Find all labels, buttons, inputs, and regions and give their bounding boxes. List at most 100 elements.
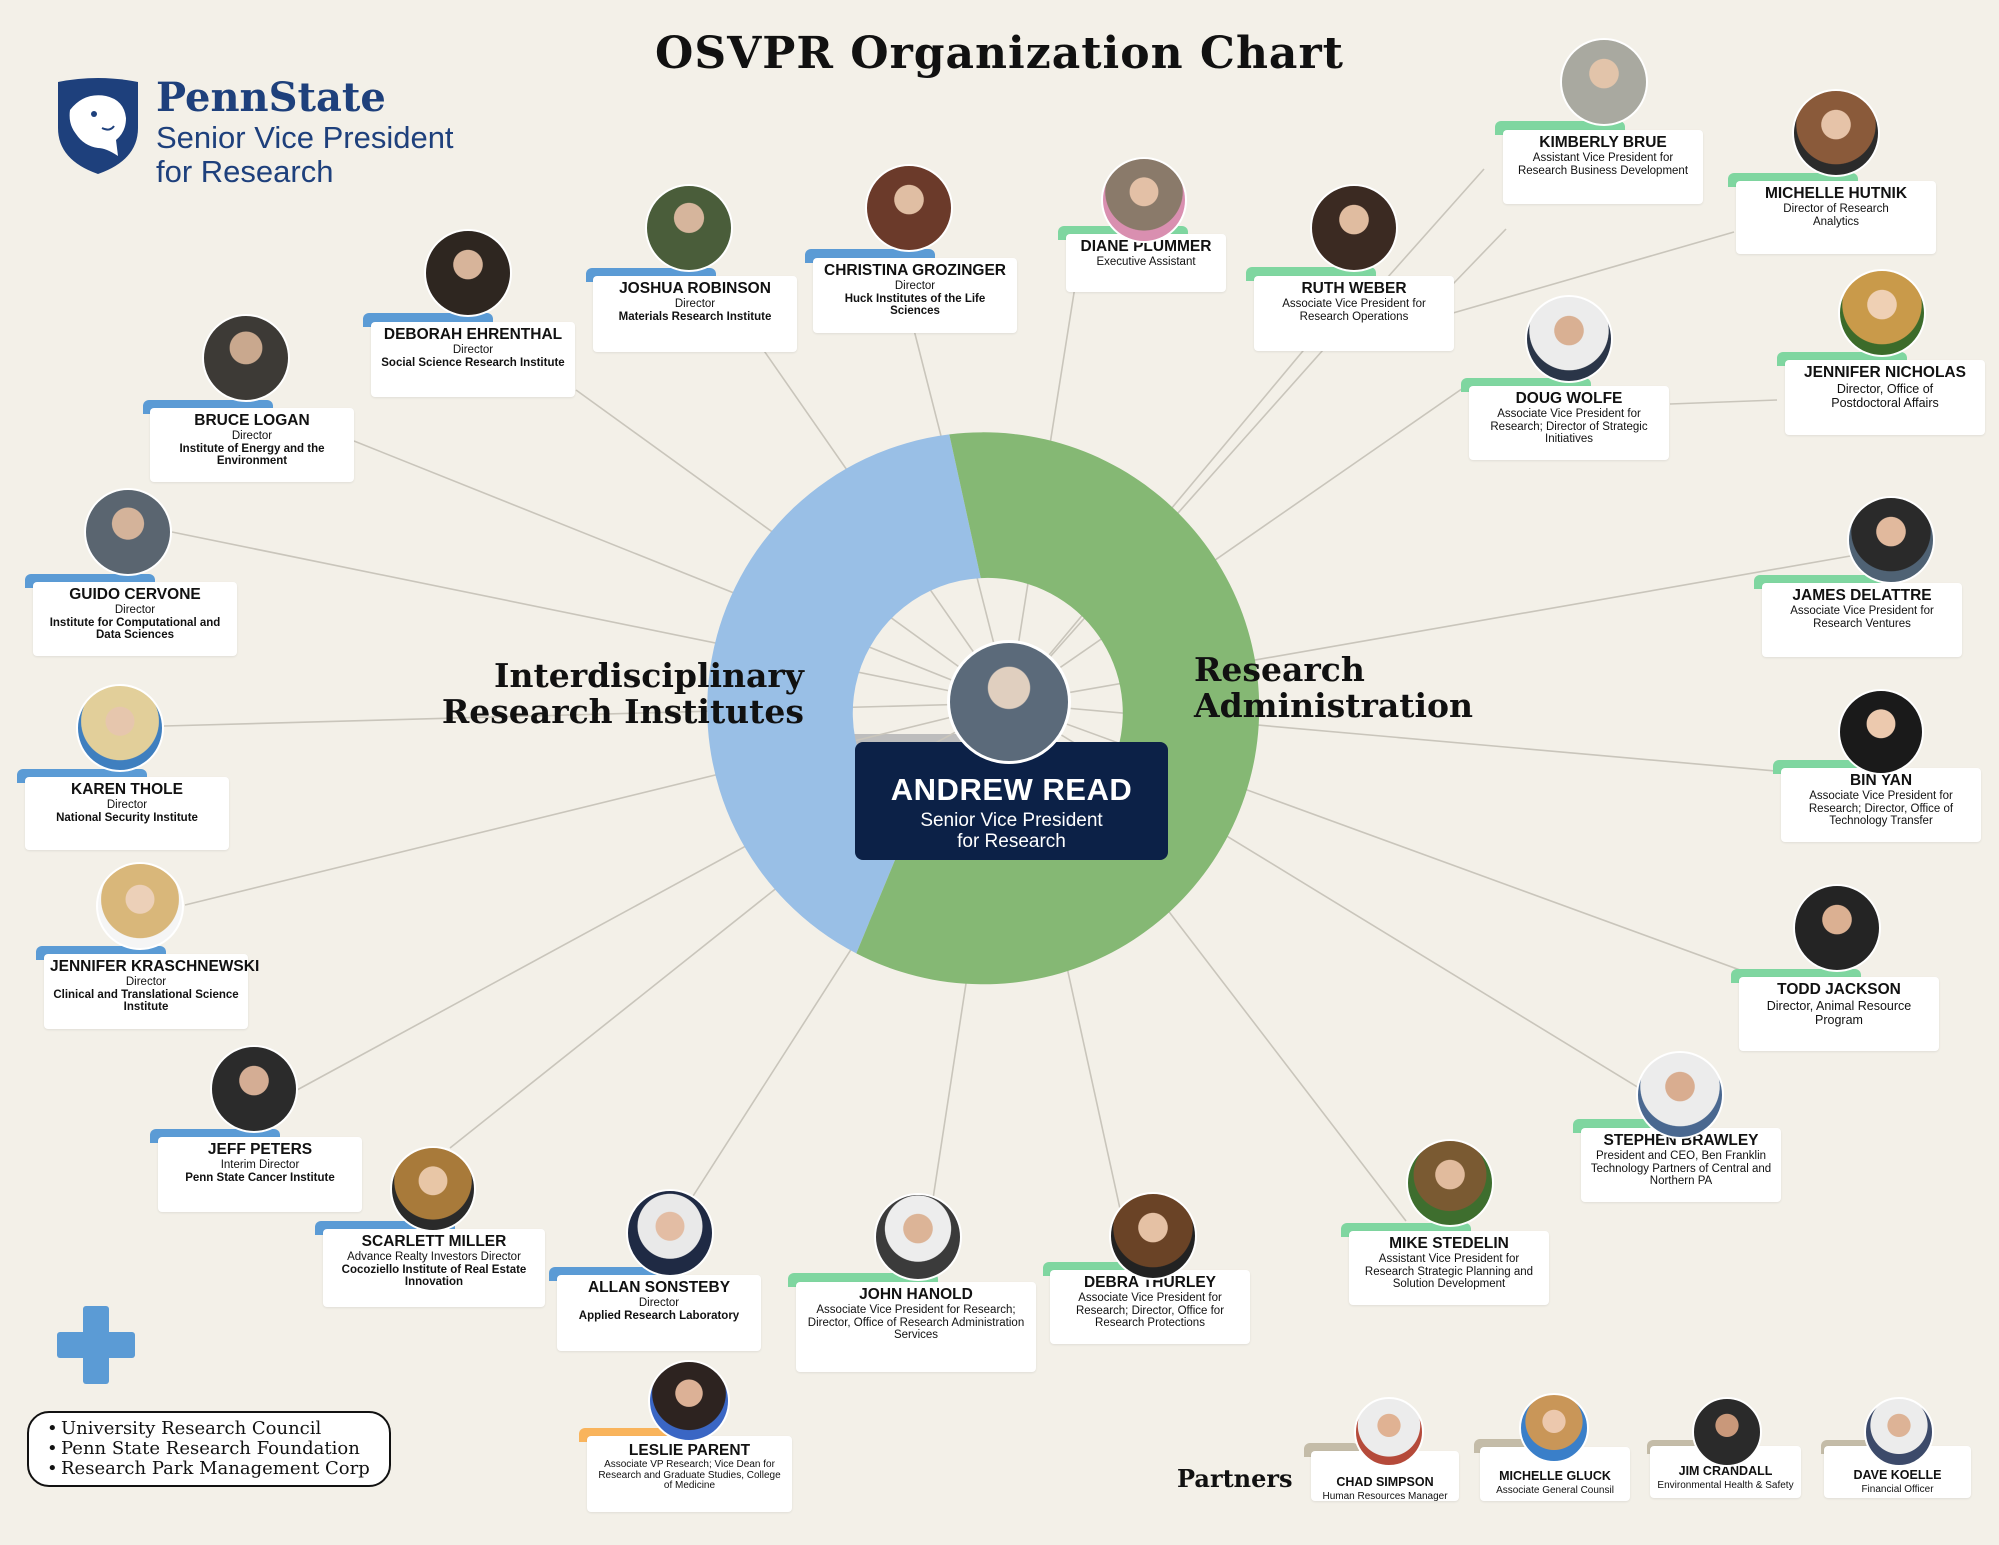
person-role: Director of Research Analytics xyxy=(1783,203,1889,228)
administration-group-label: Research Administration xyxy=(1194,652,1473,724)
person-name: BRUCE LOGAN xyxy=(194,412,310,429)
center-person-photo[interactable] xyxy=(947,640,1071,764)
person-photo xyxy=(76,684,164,772)
affiliate-item-label: Research Park Management Corp xyxy=(61,1458,370,1479)
person-role: Executive Assistant xyxy=(1096,256,1196,268)
nittany-lion-shield-icon xyxy=(58,78,138,174)
person-photo xyxy=(1636,1051,1724,1139)
person-card: GUIDO CERVONE Director Institute for Com… xyxy=(33,582,237,656)
pennstate-logo[interactable]: PennState Senior Vice President for Rese… xyxy=(54,74,454,189)
person-photo xyxy=(1109,1192,1197,1280)
person-org: Penn State Cancer Institute xyxy=(185,1171,335,1184)
person-role: Associate VP Research; Vice Dean for Res… xyxy=(598,1459,781,1491)
person-photo xyxy=(1525,295,1613,383)
person-photo xyxy=(865,164,953,252)
person-name: DEBORAH EHRENTHAL xyxy=(383,326,563,343)
person-name: DIANE PLUMMER xyxy=(1080,238,1212,255)
person-org: National Security Institute xyxy=(56,811,198,824)
person-name: JENNIFER KRASCHNEWSKI xyxy=(50,958,260,975)
person-photo xyxy=(1793,884,1881,972)
person-card: LESLIE PARENT Associate VP Research; Vic… xyxy=(587,1436,792,1512)
institutes-group-label-line2: Research Institutes xyxy=(441,692,804,731)
person-card: MICHELLE GLUCK Associate General Counsil xyxy=(1480,1447,1630,1501)
affiliate-item: •University Research Council xyxy=(47,1418,322,1439)
center-person-name: ANDREW READ xyxy=(890,772,1133,807)
affiliate-item-label: Penn State Research Foundation xyxy=(61,1438,360,1459)
person-role: Assistant Vice President for Research Bu… xyxy=(1517,152,1689,177)
affiliate-item: •Penn State Research Foundation xyxy=(47,1438,360,1459)
affiliate-item: •Research Park Management Corp xyxy=(47,1458,370,1479)
person-name: JIM CRANDALL xyxy=(1678,1464,1773,1478)
person-name: CHRISTINA GROZINGER xyxy=(824,262,1006,279)
administration-group-label-line2: Administration xyxy=(1194,686,1474,725)
person-name: DEBRA THURLEY xyxy=(1083,1274,1217,1291)
person-photo xyxy=(645,184,733,272)
person-card: JAMES DELATTRE Associate Vice President … xyxy=(1762,583,1962,657)
person-name: SCARLETT MILLER xyxy=(361,1233,507,1250)
person-name: LESLIE PARENT xyxy=(628,1442,751,1459)
person-card: JENNIFER NICHOLAS Director, Office of Po… xyxy=(1785,360,1985,435)
center-role-line2: for Research xyxy=(957,831,1066,852)
person-photo xyxy=(1310,184,1398,272)
person-role: President and CEO, Ben Franklin Technolo… xyxy=(1590,1150,1772,1187)
person-role: Director xyxy=(452,344,494,356)
person-photo xyxy=(1354,1397,1424,1467)
person-card: SCARLETT MILLER Advance Realty Investors… xyxy=(323,1229,545,1307)
institutes-group-label-line1: Interdisciplinary xyxy=(494,656,804,695)
person-role: Human Resources Manager xyxy=(1322,1491,1448,1502)
person-photo xyxy=(1864,1397,1934,1467)
person-role: Associate General Counsil xyxy=(1496,1485,1614,1496)
person-org: Cocoziello Institute of Real Estate Inno… xyxy=(341,1263,527,1289)
person-card: MICHELLE HUTNIK Director of Research Ana… xyxy=(1736,181,1936,254)
person-role: Director xyxy=(125,976,167,988)
logo-brand: PennState xyxy=(156,74,386,121)
person-name: MIKE STEDELIN xyxy=(1389,1235,1509,1252)
person-role: Director, Office of Postdoctoral Affairs xyxy=(1831,382,1939,410)
person-role: Associate Vice President for Research Ve… xyxy=(1790,605,1934,630)
person-name: STEPHEN BRAWLEY xyxy=(1603,1132,1759,1149)
person-name: KIMBERLY BRUE xyxy=(1539,134,1667,151)
person-photo xyxy=(1101,157,1187,243)
person-name: GUIDO CERVONE xyxy=(69,586,201,603)
person-role: Advance Realty Investors Director xyxy=(347,1251,521,1263)
person-org: Institute for Computational and Data Sci… xyxy=(49,616,221,642)
person-org: Applied Research Laboratory xyxy=(578,1309,740,1322)
person-card: DEBRA THURLEY Associate Vice President f… xyxy=(1050,1270,1250,1344)
administration-group-label-line1: Research xyxy=(1194,650,1365,689)
person-role: Director xyxy=(231,430,273,442)
person-org: Clinical and Translational Science Insti… xyxy=(53,988,239,1014)
person-name: MICHELLE GLUCK xyxy=(1499,1469,1611,1483)
person-org: Materials Research Institute xyxy=(618,310,772,323)
person-name: CHAD SIMPSON xyxy=(1336,1475,1434,1489)
person-photo xyxy=(1560,38,1648,126)
person-org: Huck Institutes of the Life Sciences xyxy=(844,292,986,318)
person-role: Director, Animal Resource Program xyxy=(1766,999,1912,1027)
person-name: JAMES DELATTRE xyxy=(1792,587,1932,604)
person-name: MICHELLE HUTNIK xyxy=(1764,185,1908,202)
person-role: Interim Director xyxy=(220,1159,300,1171)
person-name: JOHN HANOLD xyxy=(859,1286,973,1303)
person-photo xyxy=(1692,1397,1762,1467)
person-name: BIN YAN xyxy=(1849,772,1913,789)
person-role: Financial Officer xyxy=(1861,1484,1934,1495)
person-card: TODD JACKSON Director, Animal Resource P… xyxy=(1739,977,1939,1051)
person-name: ALLAN SONSTEBY xyxy=(587,1279,731,1296)
person-role: Assistant Vice President for Research St… xyxy=(1364,1253,1534,1290)
logo-subtitle-line2: for Research xyxy=(156,154,334,189)
person-role: Associate Vice President for Research Op… xyxy=(1282,298,1426,323)
person-card: DOUG WOLFE Associate Vice President for … xyxy=(1469,386,1669,460)
person-photo xyxy=(1838,689,1924,775)
person-name: JOSHUA ROBINSON xyxy=(619,280,771,297)
person-name: JEFF PETERS xyxy=(207,1141,313,1158)
person-role: Director xyxy=(638,1297,680,1309)
person-role: Environmental Health & Safety xyxy=(1657,1480,1794,1491)
person-card: CHRISTINA GROZINGER Director Huck Instit… xyxy=(813,258,1017,333)
person-org: Institute of Energy and the Environment xyxy=(179,442,325,468)
person-role: Associate Vice President for Research; D… xyxy=(807,1304,1025,1341)
person-role: Associate Vice President for Research; D… xyxy=(1075,1292,1225,1329)
person-card: MIKE STEDELIN Assistant Vice President f… xyxy=(1349,1231,1549,1305)
person-photo xyxy=(202,314,290,402)
person-photo xyxy=(84,488,172,576)
person-card: ALLAN SONSTEBY Director Applied Research… xyxy=(557,1275,761,1351)
person-photo xyxy=(1838,269,1926,357)
